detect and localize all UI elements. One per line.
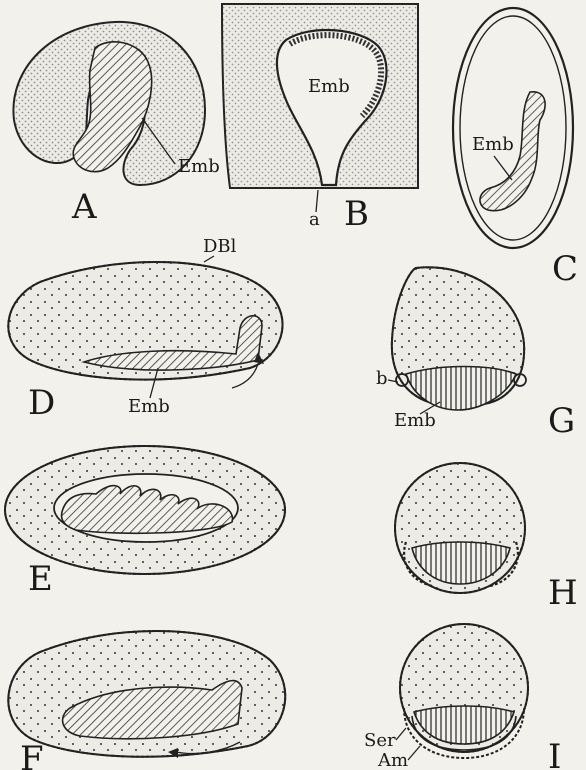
panel-f-letter: F	[20, 739, 44, 770]
panel-g-emb-label: Emb	[394, 410, 436, 431]
panel-e: E	[5, 446, 285, 599]
panel-a-letter: A	[71, 187, 97, 227]
panel-b-letter: B	[344, 194, 369, 234]
panel-i-letter: I	[548, 737, 561, 770]
panel-i-ser-label: Ser	[364, 730, 396, 751]
panel-h-letter: H	[548, 573, 578, 613]
panel-c-egg-outer	[453, 8, 573, 248]
panel-e-letter: E	[28, 559, 53, 599]
panel-i: Ser Am I	[364, 624, 561, 770]
panel-c-egg-inner	[460, 16, 566, 240]
panel-d-dbl-label: DBl	[203, 236, 237, 257]
panel-d: DBl Emb D	[8, 236, 282, 423]
panel-g-letter: G	[548, 401, 575, 441]
panel-a-emb-label: Emb	[178, 156, 220, 177]
panel-c-letter: C	[552, 249, 578, 289]
panel-d-letter: D	[28, 383, 55, 423]
panel-d-emb-label: Emb	[128, 396, 170, 417]
panel-g-embryo	[406, 367, 516, 411]
panel-c: Emb C	[453, 8, 578, 289]
panel-g: b Emb G	[376, 267, 575, 441]
panel-b: Emb a B	[222, 4, 418, 234]
panel-c-emb-label: Emb	[472, 134, 514, 155]
panel-g-b-label: b	[376, 368, 388, 389]
panel-i-am-label: Am	[377, 750, 408, 770]
panel-a: Emb A	[13, 22, 219, 227]
panel-h: H	[395, 463, 578, 613]
panel-b-a-label: a	[309, 209, 320, 230]
panel-f: F	[8, 631, 285, 770]
panel-b-emb-label: Emb	[308, 76, 350, 97]
